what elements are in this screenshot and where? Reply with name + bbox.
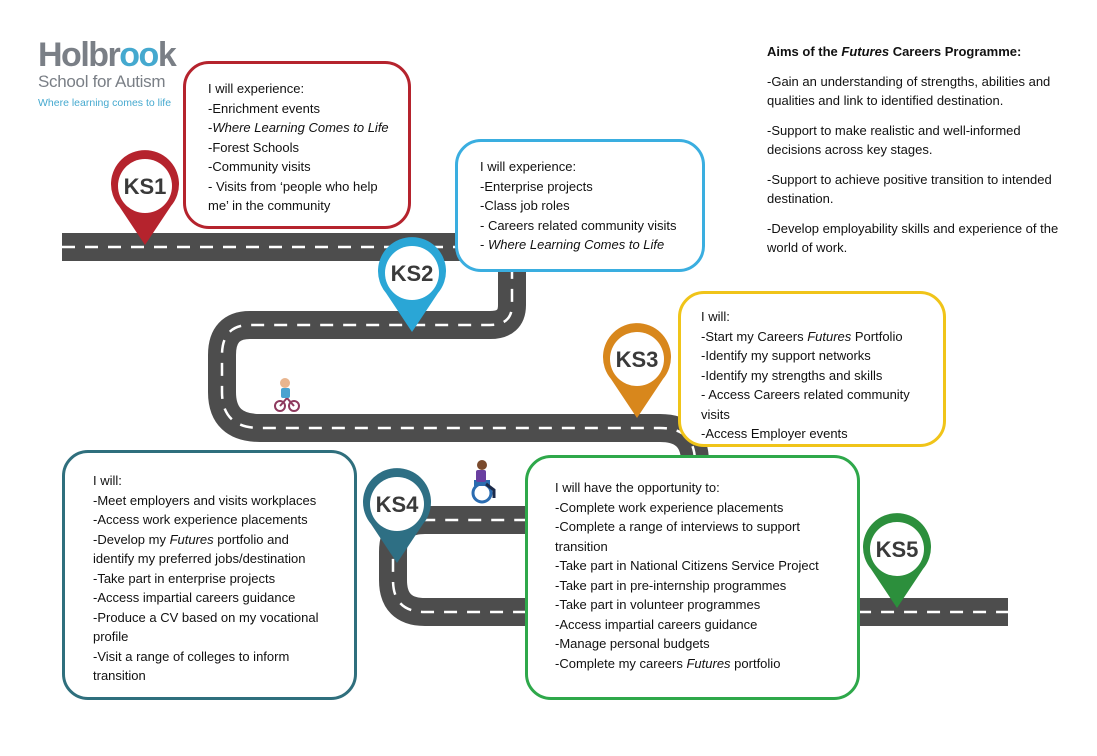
logo-tagline: Where learning comes to life (38, 97, 172, 109)
ks3-box-heading: I will: (701, 309, 730, 324)
bike-wheel-front (288, 400, 300, 412)
ks3-box-item: -Access Employer events (701, 426, 848, 441)
ks5-box-item: -Take part in National Citizens Service … (555, 558, 819, 573)
ks2-box-item: -Class job roles (480, 198, 570, 213)
ks4-label: KS4 (376, 492, 420, 517)
ks2-marker: KS2 (378, 237, 446, 332)
ks1-box-heading: I will experience: (208, 81, 305, 96)
ks1-box-item: - Visits from ‘people who help (208, 178, 378, 194)
ks2-box-item: - Where Learning Comes to Life (480, 237, 665, 252)
ks4-box-item: identify my preferred jobs/destination (93, 551, 306, 566)
ks4-box-heading: I will: (93, 473, 122, 488)
ks3-pin-inner (610, 332, 664, 386)
ks5-pin-inner (870, 522, 924, 576)
school-logo: Holbrook School for Autism Where learnin… (38, 36, 177, 109)
ks1-box-item: -Where Learning Comes to Life (208, 120, 389, 135)
ks4-box-item: -Access impartial careers guidance (93, 590, 296, 605)
ks5-box-heading: I will have the opportunity to: (555, 480, 720, 495)
ks2-label: KS2 (391, 261, 434, 286)
logo-name: Holbrook (38, 36, 177, 74)
ks2-box-item: -Enterprise projects (480, 178, 593, 194)
ks1-box-item: -Enrichment events (208, 100, 320, 116)
ks1-pin-inner (118, 159, 172, 213)
ks3-marker: KS3 (603, 323, 671, 418)
ks5-box: I will have the opportunity to: -Complet… (525, 455, 860, 700)
wheelchair-user-head (477, 460, 487, 470)
ks5-box-item: -Complete a range of interviews to suppo… (555, 519, 800, 534)
aims-item: -Support to achieve positive transition … (767, 171, 1052, 207)
ks4-box-item: -Develop my Futures portfolio and (93, 531, 289, 547)
child-on-bike-figure (274, 378, 300, 412)
ks5-box-item: -Take part in volunteer programmes (555, 597, 761, 612)
aims-item: -Gain an understanding of strengths, abi… (767, 73, 1051, 109)
ks1-marker: KS1 (110, 150, 179, 245)
wheelchair-seat (474, 480, 490, 486)
aims-item: -Support to make realistic and well-info… (767, 122, 1021, 158)
ks5-box-item: -Access impartial careers guidance (555, 616, 758, 632)
ks4-box: I will: -Meet employers and visits workp… (62, 450, 357, 700)
ks4-pin-inner (370, 477, 424, 531)
ks2-pin-inner (385, 246, 439, 300)
ks3-box: I will: -Start my Careers Futures Portfo… (678, 291, 946, 447)
wheelchair-user-body (476, 470, 486, 482)
ks1-label: KS1 (124, 174, 167, 199)
ks5-box-item: -Complete my careers Futures portfolio (555, 655, 781, 671)
ks3-box-item: - Access Careers related community (701, 387, 910, 402)
ks1-box-item: -Forest Schools (208, 139, 300, 155)
ks3-box-item: visits (701, 406, 730, 422)
wheelchair-user-figure (471, 460, 496, 504)
logo-subtitle: School for Autism (38, 72, 166, 91)
ks1-box: I will experience: -Enrichment events -W… (183, 61, 411, 229)
ks4-box-item: -Produce a CV based on my vocational (93, 609, 319, 625)
ks5-box-item: transition (555, 538, 608, 554)
ks3-box-item: -Identify my strengths and skills (701, 367, 883, 383)
ks1-box-item: me’ in the community (208, 198, 331, 213)
ks2-box: I will experience: -Enterprise projects … (455, 139, 705, 272)
aims-item: -Develop employability skills and experi… (767, 220, 1059, 256)
child-head (280, 378, 290, 388)
ks4-box-item: profile (93, 629, 129, 644)
aims-title: Aims of the Futures Careers Programme: (767, 44, 1022, 59)
ks3-box-item: -Identify my support networks (701, 348, 871, 363)
wheelchair-user-legs (485, 482, 496, 498)
ks4-marker: KS4 (363, 468, 431, 563)
ks5-marker: KS5 (863, 513, 932, 608)
ks4-box-item: -Access work experience placements (93, 512, 308, 527)
child-body (281, 388, 290, 398)
ks5-label: KS5 (876, 537, 919, 562)
ks3-label: KS3 (616, 347, 659, 372)
ks4-box-item: -Meet employers and visits workplaces (93, 492, 317, 508)
ks5-box-item: -Take part in pre-internship programmes (555, 577, 787, 593)
ks2-box-item: - Careers related community visits (480, 217, 677, 233)
ks5-box-item: -Complete work experience placements (555, 499, 784, 515)
ks1-box-item: -Community visits (208, 159, 311, 174)
ks4-box-item: transition (93, 668, 146, 683)
ks3-box-item: -Start my Careers Futures Portfolio (701, 328, 903, 344)
ks2-box-heading: I will experience: (480, 159, 577, 174)
ks4-box-item: -Visit a range of colleges to inform (93, 648, 290, 664)
aims-panel: Aims of the Futures Careers Programme: -… (767, 42, 1067, 268)
ks4-box-item: -Take part in enterprise projects (93, 570, 276, 586)
bike-wheel-back (274, 400, 286, 412)
ks5-box-item: -Manage personal budgets (555, 636, 710, 651)
